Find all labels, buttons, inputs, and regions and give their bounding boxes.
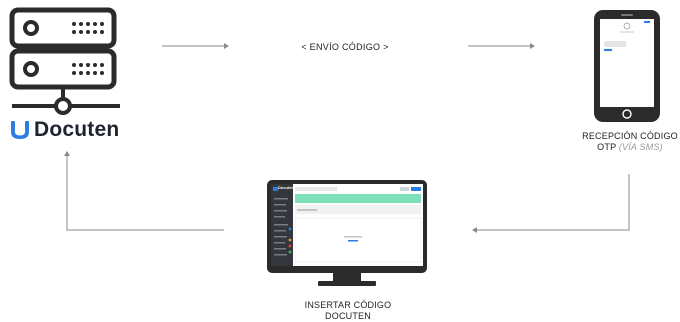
arrow-monitor-to-server	[64, 151, 224, 231]
monitor-screen-brand: Docuten	[278, 185, 294, 190]
phone-caption-line2: OTP (VÍA SMS)	[560, 142, 680, 153]
phone-caption-note: (VÍA SMS)	[618, 142, 663, 152]
send-code-label: < ENVÍO CÓDIGO >	[301, 42, 389, 52]
phone-caption: RECEPCIÓN CÓDIGO OTP (VÍA SMS)	[560, 131, 680, 153]
phone-caption-line1: RECEPCIÓN CÓDIGO	[582, 131, 678, 141]
monitor-icon	[267, 180, 427, 286]
docuten-logo-icon	[11, 121, 29, 139]
arrow-phone-to-monitor	[472, 174, 630, 233]
monitor-caption: INSERTAR CÓDIGO DOCUTEN	[268, 300, 428, 322]
arrow-right-to-label	[162, 43, 229, 49]
monitor-caption-line2: DOCUTEN	[325, 311, 371, 321]
arrow-right-to-phone	[468, 43, 535, 49]
phone-caption-otp: OTP	[597, 142, 617, 152]
smartphone-icon	[594, 10, 660, 122]
server-icon	[9, 7, 120, 115]
monitor-caption-line1: INSERTAR CÓDIGO	[304, 300, 392, 310]
brand-name: Docuten	[34, 118, 120, 141]
